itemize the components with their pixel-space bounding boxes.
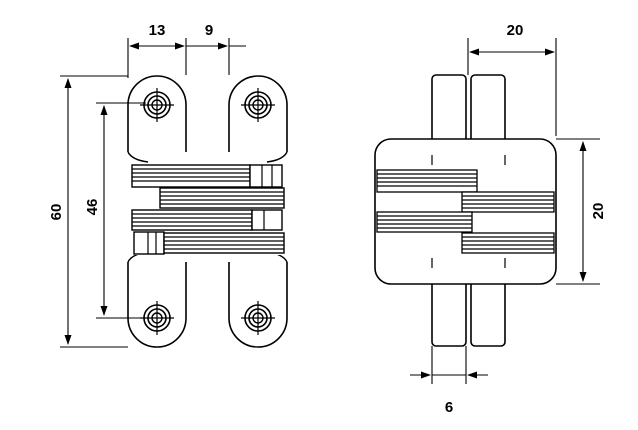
dimension-side-bottom [410, 346, 488, 384]
dimension-side-top [467, 38, 557, 136]
dim-label-side-right: 20 [590, 203, 607, 220]
dimension-top [127, 38, 246, 78]
front-view: 13 9 60 46 [48, 22, 288, 348]
side-knuckle-bands [376, 169, 555, 254]
side-view: 20 20 6 [374, 22, 607, 416]
dimension-height-inner [96, 102, 146, 319]
dim-label-46: 46 [84, 199, 101, 216]
dim-label-9: 9 [205, 22, 213, 39]
dim-label-side-top: 20 [507, 22, 524, 39]
dimension-height-outer [60, 75, 128, 348]
front-knuckle [131, 163, 285, 255]
dimension-side-right [556, 138, 600, 285]
dim-label-side-bottom: 6 [445, 399, 453, 416]
dim-label-13: 13 [149, 22, 166, 39]
dim-label-60: 60 [48, 204, 65, 221]
